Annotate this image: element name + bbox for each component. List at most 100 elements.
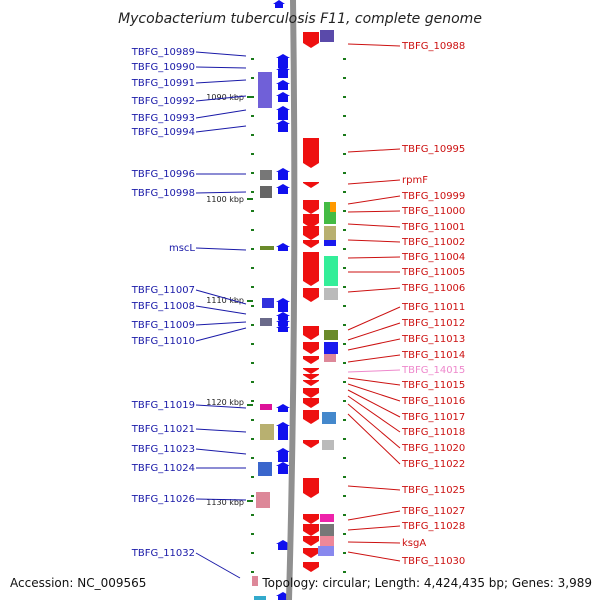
left-connector: [195, 191, 247, 194]
feature-block: [260, 246, 274, 250]
tick-mark: [251, 58, 254, 60]
minus-strand-gene: [303, 138, 319, 168]
plus-strand-gene: [276, 448, 290, 462]
major-tick-mark: [247, 300, 253, 302]
tick-mark: [343, 476, 346, 478]
feature-block: [262, 298, 274, 308]
tick-mark: [343, 115, 346, 117]
left-gene-label: TBFG_10993: [131, 113, 195, 124]
right-connector: [347, 510, 401, 521]
feature-block: [324, 240, 336, 246]
tick-mark: [343, 248, 346, 250]
right-gene-label: TBFG_11014: [401, 350, 465, 361]
right-connector: [347, 287, 401, 293]
left-connector: [195, 125, 247, 133]
minus-strand-gene: [303, 240, 319, 248]
map-title: Mycobacterium tuberculosis F11, complete…: [118, 11, 482, 27]
left-gene-label: TBFG_10989: [131, 47, 195, 58]
left-connector: [195, 327, 247, 342]
right-gene-label: TBFG_11001: [401, 222, 465, 233]
right-connector: [347, 256, 401, 259]
minus-strand-gene: [303, 536, 319, 546]
left-connector: [195, 448, 247, 455]
major-tick-mark: [247, 198, 253, 200]
left-connector: [195, 95, 247, 102]
tick-mark: [343, 305, 346, 307]
right-connector: [347, 525, 401, 531]
right-gene-label: TBFG_11012: [401, 318, 465, 329]
feature-block: [324, 256, 338, 286]
right-connector: [347, 551, 401, 562]
plus-strand-gene: [276, 462, 290, 474]
plus-strand-gene: [276, 80, 290, 90]
feature-block: [324, 330, 338, 340]
major-tick-mark: [247, 500, 253, 502]
left-connector: [195, 66, 247, 69]
plus-strand-gene: [276, 298, 290, 312]
tick-mark: [343, 286, 346, 288]
feature-block: [260, 170, 272, 180]
feature-block: [254, 596, 266, 600]
right-connector: [347, 179, 401, 185]
plus-strand-gene: [276, 168, 290, 180]
right-gene-labels: TBFG_10988TBFG_10995rpmFTBFG_10999TBFG_1…: [347, 41, 465, 567]
feature-block: [318, 546, 334, 556]
plus-strand-gene: [276, 540, 290, 550]
tick-mark: [343, 210, 346, 212]
feature-block: [260, 318, 272, 326]
tick-mark: [251, 438, 254, 440]
minus-strand-gene: [303, 548, 319, 558]
tick-mark: [343, 362, 346, 364]
tick-marks: [247, 58, 346, 573]
left-gene-label: TBFG_11010: [131, 336, 195, 347]
left-gene-label: TBFG_11026: [131, 494, 195, 505]
right-connector: [347, 354, 401, 363]
gene-features: [252, 0, 338, 600]
left-gene-label: TBFG_11021: [131, 424, 195, 435]
kbp-label: 1120 kbp: [206, 398, 244, 407]
minus-strand-gene: [303, 524, 319, 536]
tick-mark: [343, 495, 346, 497]
right-connector: [347, 223, 401, 228]
right-gene-label: TBFG_11006: [401, 283, 465, 294]
tick-mark: [251, 571, 254, 573]
feature-block: [260, 424, 274, 440]
feature-block: [322, 412, 336, 424]
left-gene-label: TBFG_11024: [131, 463, 195, 474]
tick-mark: [251, 191, 254, 193]
plus-strand-gene: [276, 318, 290, 326]
right-gene-label: TBFG_11020: [401, 443, 465, 454]
tick-mark: [251, 419, 254, 421]
tick-mark: [251, 495, 254, 497]
tick-mark: [251, 400, 254, 402]
left-connector: [195, 552, 241, 579]
feature-block: [324, 226, 336, 240]
right-gene-label: TBFG_11002: [401, 237, 465, 248]
minus-strand-gene: [303, 326, 319, 340]
tick-mark: [251, 210, 254, 212]
plus-strand-gene: [276, 404, 290, 412]
left-connector: [195, 321, 247, 326]
minus-strand-gene: [303, 380, 319, 386]
plus-strand-gene: [276, 92, 290, 102]
left-gene-label: TBFG_10992: [131, 96, 195, 107]
left-gene-label: TBFG_11007: [131, 285, 195, 296]
right-connector: [347, 541, 401, 544]
plus-strand-gene: [276, 243, 290, 251]
tick-mark: [251, 476, 254, 478]
left-gene-label: TBFG_10994: [131, 127, 195, 138]
right-connector: [347, 322, 401, 341]
minus-strand-gene: [303, 252, 319, 286]
left-gene-label: mscL: [169, 243, 195, 254]
minus-strand-gene: [303, 368, 319, 374]
left-gene-label: TBFG_11008: [131, 301, 195, 312]
plus-strand-gene: [276, 324, 290, 332]
left-gene-label: TBFG_10991: [131, 78, 195, 89]
right-gene-label: TBFG_14015: [401, 365, 465, 376]
tick-mark: [251, 77, 254, 79]
tick-mark: [251, 343, 254, 345]
right-connector: [347, 383, 401, 402]
right-gene-label: TBFG_11018: [401, 427, 465, 438]
minus-strand-gene: [303, 440, 319, 448]
